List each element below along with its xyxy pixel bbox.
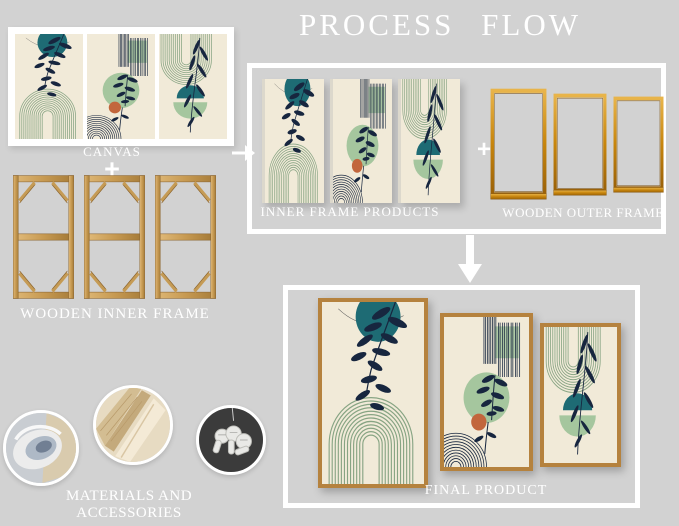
wooden-inner-frames-group	[12, 174, 217, 300]
wooden-outer-frames-group	[490, 84, 664, 204]
wooden-inner-frame-label: WOODEN INNER FRAME	[20, 306, 210, 322]
outer-frame	[553, 93, 607, 196]
outer-frame	[613, 96, 664, 193]
framed-art-3	[540, 323, 621, 467]
art-panel-2	[444, 317, 529, 467]
art-panel-1	[322, 302, 424, 484]
wood-strips-image	[96, 388, 170, 462]
canvas-roll-image	[6, 413, 76, 483]
materials-and-accessories-label: MATERIALS AND ACCESSORIES	[65, 488, 193, 521]
final-product-label: FINAL PRODUCT	[424, 483, 548, 498]
art-panel-2	[330, 79, 392, 203]
art-panel-3	[544, 327, 617, 463]
art-panel-3	[398, 79, 460, 203]
art-panel-2	[87, 34, 155, 139]
page-title: PROCESS FLOW	[299, 7, 581, 42]
wooden-outer-frame-label: WOODEN OUTER FRAME	[502, 205, 664, 220]
stretcher-frame	[83, 174, 146, 300]
material-circle-canvas-roll	[3, 410, 79, 486]
framed-art-1	[318, 298, 428, 488]
material-circle-wood-strips	[93, 385, 173, 465]
wall-hooks-image	[199, 408, 263, 472]
framed-art-2	[440, 313, 533, 471]
canvas-print	[8, 27, 234, 146]
canvas-label: CANVAS	[83, 144, 141, 159]
stretcher-frame	[12, 174, 75, 300]
inner-frame-products-label: INNER FRAME PRODUCTS	[260, 204, 440, 219]
down-arrow-icon	[458, 235, 482, 283]
outer-frame	[490, 88, 547, 200]
stretcher-frame	[154, 174, 217, 300]
inner-frame-products-group	[262, 79, 460, 203]
art-panel-1	[262, 79, 324, 203]
art-panel-1	[15, 34, 83, 139]
assembly-box: INNER FRAME PRODUCTS + WOODEN OUTER FRAM…	[247, 63, 666, 234]
material-circle-hooks	[196, 405, 266, 475]
final-product-box: FINAL PRODUCT	[283, 285, 640, 508]
plus-icon: +	[476, 136, 491, 163]
art-panel-3	[159, 34, 227, 139]
